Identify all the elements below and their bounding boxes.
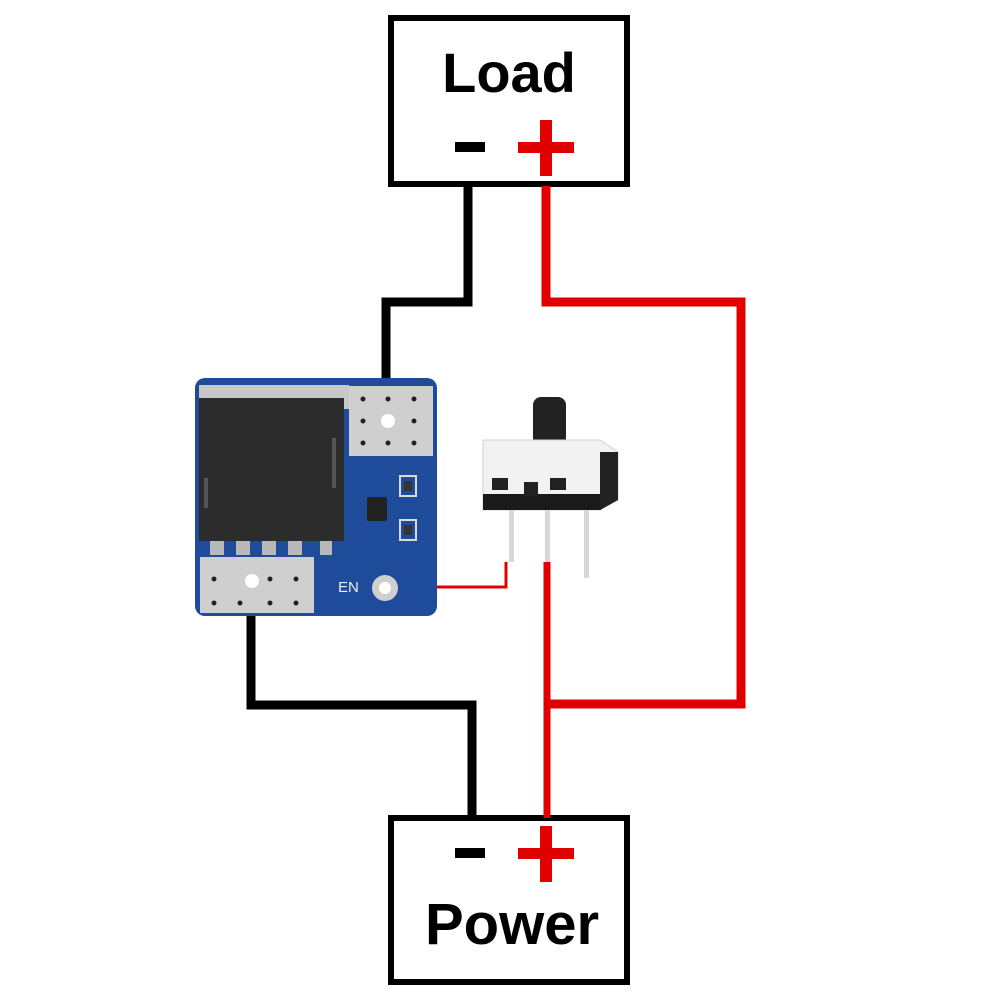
resistor-2: [399, 519, 417, 541]
load-box-outline: [388, 15, 630, 187]
source-pad-holes: [211, 574, 299, 606]
power-box: Power: [388, 815, 630, 985]
load-negative-wire: [381, 186, 473, 410]
mosfet-legs: [210, 541, 332, 555]
driver-transistor: [367, 497, 387, 521]
en-label: EN: [338, 579, 359, 596]
load-label: Load: [442, 41, 576, 104]
power-negative-sign: [455, 848, 485, 858]
wires: [246, 186, 746, 818]
resistor-1: [399, 475, 417, 497]
power-label: Power: [425, 892, 599, 957]
power-negative-wire: [246, 588, 477, 818]
power-box-outline: [388, 815, 630, 985]
load-box: Load: [388, 15, 630, 187]
load-positive-sign: [518, 120, 574, 176]
drain-pad-holes: [360, 396, 417, 446]
slide-switch: [482, 397, 619, 578]
load-positive-wire: [541, 186, 746, 709]
mosfet-body: [199, 398, 344, 541]
mosfet-module: EN: [195, 378, 437, 616]
load-negative-sign: [455, 142, 485, 152]
switch-pins: [509, 510, 589, 578]
power-positive-sign: [518, 826, 574, 882]
